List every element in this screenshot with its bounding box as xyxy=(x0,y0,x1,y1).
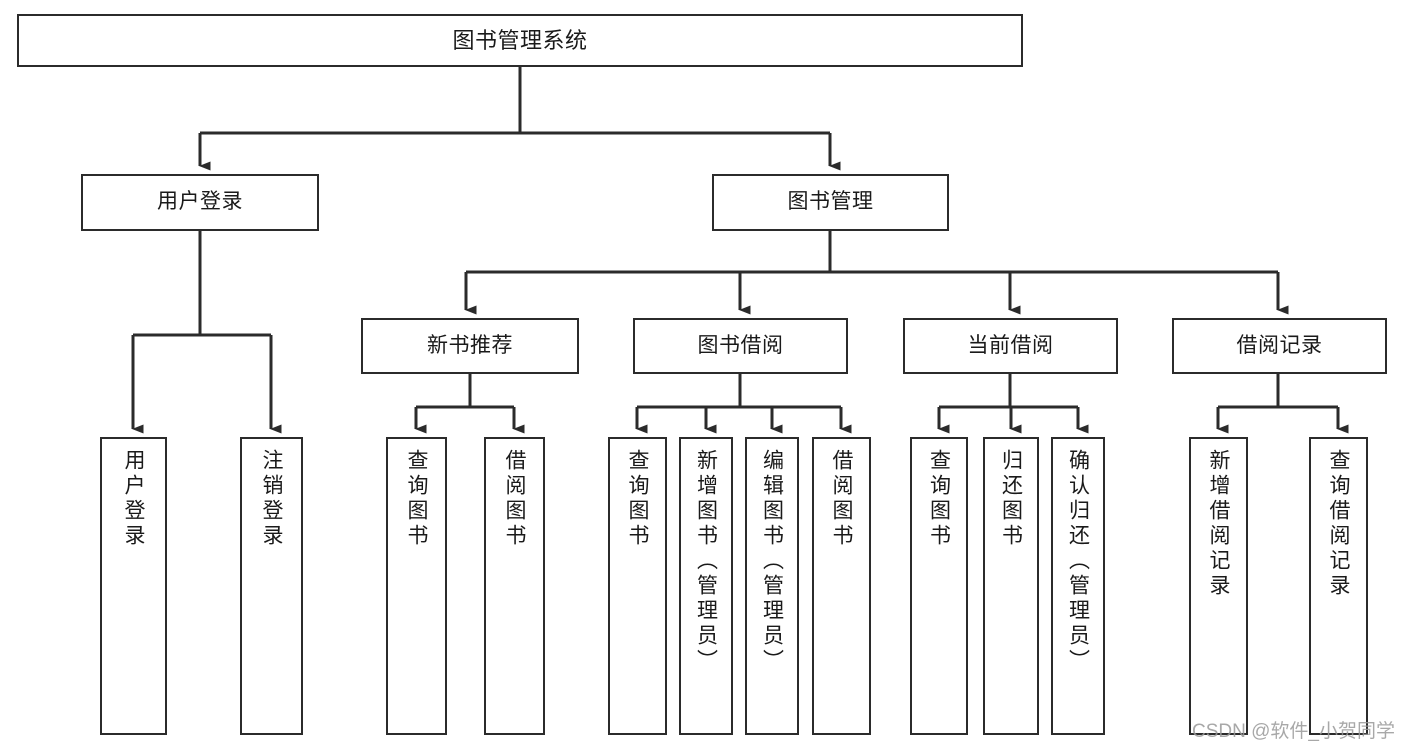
node-leaf-edit-book-admin-label: 编辑图书（管理员） xyxy=(760,449,784,674)
node-leaf-add-book-admin[interactable]: 新增图书（管理员） xyxy=(679,437,733,735)
node-leaf-user-login[interactable]: 用户登录 xyxy=(100,437,167,735)
node-current-borrow-label: 当前借阅 xyxy=(967,333,1054,357)
node-leaf-add-book-admin-label: 新增图书（管理员） xyxy=(694,449,718,674)
node-leaf-query-book-1[interactable]: 查询图书 xyxy=(386,437,447,735)
node-user-login-label: 用户登录 xyxy=(157,190,243,214)
node-leaf-borrow-book-1-label: 借阅图书 xyxy=(503,449,526,549)
node-leaf-query-borrow-record[interactable]: 查询借阅记录 xyxy=(1309,437,1368,735)
node-new-book-recommend[interactable]: 新书推荐 xyxy=(361,318,579,374)
node-root-label: 图书管理系统 xyxy=(452,27,588,53)
node-leaf-query-book-2-label: 查询图书 xyxy=(626,449,649,549)
node-leaf-return-book[interactable]: 归还图书 xyxy=(983,437,1039,735)
node-new-book-recommend-label: 新书推荐 xyxy=(427,333,513,357)
node-leaf-borrow-book-2[interactable]: 借阅图书 xyxy=(812,437,871,735)
node-current-borrow[interactable]: 当前借阅 xyxy=(903,318,1118,374)
node-leaf-logout-login[interactable]: 注销登录 xyxy=(240,437,303,735)
node-leaf-return-book-label: 归还图书 xyxy=(999,449,1023,549)
node-leaf-borrow-book-2-label: 借阅图书 xyxy=(830,449,853,549)
node-user-login[interactable]: 用户登录 xyxy=(81,174,319,231)
node-borrow-record-label: 借阅记录 xyxy=(1236,333,1323,357)
node-leaf-user-login-label: 用户登录 xyxy=(122,449,145,549)
node-leaf-query-book-3[interactable]: 查询图书 xyxy=(910,437,968,735)
node-leaf-add-borrow-record-label: 新增借阅记录 xyxy=(1207,449,1230,599)
node-leaf-borrow-book-1[interactable]: 借阅图书 xyxy=(484,437,545,735)
watermark: CSDN @软件_小贺同学 xyxy=(1192,721,1395,742)
node-leaf-confirm-return[interactable]: 确认归还（管理员） xyxy=(1051,437,1105,735)
node-book-borrow-label: 图书借阅 xyxy=(697,333,784,357)
node-leaf-edit-book-admin[interactable]: 编辑图书（管理员） xyxy=(745,437,799,735)
node-leaf-confirm-return-label: 确认归还（管理员） xyxy=(1066,449,1090,674)
node-book-borrow[interactable]: 图书借阅 xyxy=(633,318,848,374)
node-book-management[interactable]: 图书管理 xyxy=(712,174,949,231)
node-leaf-query-book-1-label: 查询图书 xyxy=(405,449,428,549)
node-root[interactable]: 图书管理系统 xyxy=(17,14,1023,67)
node-leaf-query-book-2[interactable]: 查询图书 xyxy=(608,437,667,735)
node-book-management-label: 图书管理 xyxy=(787,190,874,214)
node-borrow-record[interactable]: 借阅记录 xyxy=(1172,318,1387,374)
node-leaf-add-borrow-record[interactable]: 新增借阅记录 xyxy=(1189,437,1248,735)
node-leaf-query-book-3-label: 查询图书 xyxy=(927,449,951,549)
node-leaf-logout-login-label: 注销登录 xyxy=(260,449,283,549)
node-leaf-query-borrow-record-label: 查询借阅记录 xyxy=(1327,449,1350,599)
